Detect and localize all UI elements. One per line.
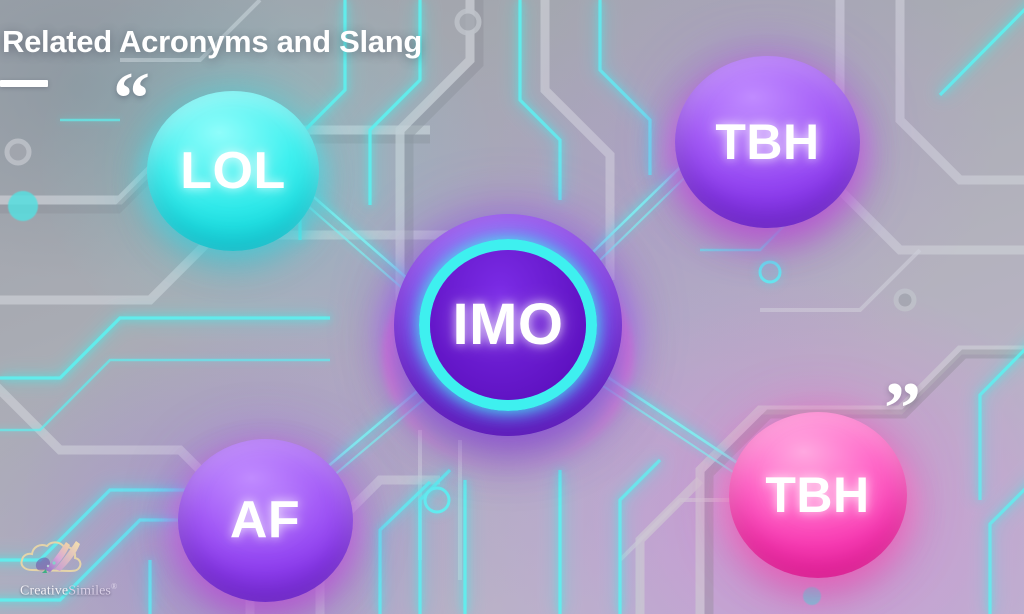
node-imo-center[interactable]: IMO bbox=[368, 192, 648, 469]
node-lol-label: LOL bbox=[180, 141, 286, 200]
node-lol[interactable]: LOL bbox=[133, 78, 333, 263]
brand-name-part1: Creative bbox=[20, 583, 69, 599]
node-af-label: AF bbox=[229, 491, 301, 549]
brand-logo-text: CreativeSimiles® bbox=[20, 582, 117, 600]
via-pads bbox=[4, 8, 917, 605]
node-imo-label: IMO bbox=[452, 292, 564, 357]
node-af-cap: AF bbox=[177, 438, 353, 602]
node-imo-inner-face bbox=[430, 249, 586, 400]
cloud-feather-icon bbox=[20, 541, 82, 573]
title-underline bbox=[0, 80, 48, 87]
brand-logo[interactable]: CreativeSimiles® bbox=[14, 536, 134, 602]
page-title: Related Acronyms and Slang bbox=[2, 24, 422, 59]
brand-trademark: ® bbox=[110, 582, 118, 591]
quote-open-mark: “ bbox=[113, 58, 150, 140]
node-tbh-bottom-right[interactable]: TBH bbox=[714, 395, 921, 595]
node-imo-cap: IMO bbox=[394, 213, 622, 436]
brand-name-part2: Similes bbox=[68, 583, 111, 599]
node-tbh-top-right[interactable]: TBH bbox=[660, 42, 875, 242]
node-tbh-top-label: TBH bbox=[715, 114, 820, 170]
node-imo-accent-ring bbox=[419, 238, 597, 411]
quote-close-mark: ” bbox=[884, 368, 921, 450]
title-block: Related Acronyms and Slang bbox=[0, 24, 422, 87]
node-lol-cap: LOL bbox=[147, 90, 319, 251]
node-tbh-top-cap: TBH bbox=[675, 56, 860, 228]
node-tbh-bottom-cap: TBH bbox=[728, 412, 907, 578]
node-af[interactable]: AF bbox=[165, 425, 365, 614]
node-tbh-bottom-label: TBH bbox=[765, 467, 870, 523]
